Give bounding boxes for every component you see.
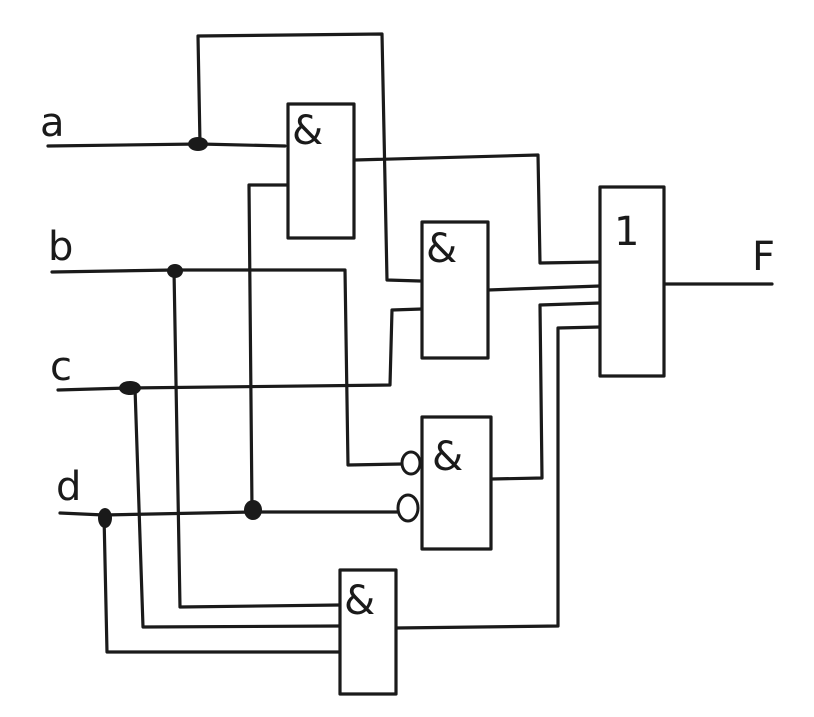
and-gate-3-symbol: & [432, 434, 463, 480]
wire-b-to-and4 [172, 268, 342, 609]
negation-bubble-b [400, 450, 422, 476]
input-label-a: a [40, 100, 65, 146]
wire-and4-to-or [394, 325, 602, 630]
wire-input-d [58, 510, 399, 517]
and-gate-1-symbol: & [292, 108, 323, 154]
and-gate-3: & [396, 415, 493, 551]
and-gate-2: & [420, 220, 490, 360]
and-gate-2-body [420, 220, 490, 360]
wire-d-to-and4 [102, 513, 342, 654]
junction-dot-d-left [98, 508, 112, 528]
wire-and1-to-or [353, 153, 602, 265]
wire-and2-to-or [486, 284, 602, 292]
wire-input-a [46, 142, 287, 148]
wire-d-to-and1 [247, 183, 290, 512]
junctions [98, 137, 262, 528]
junction-dot-c [119, 381, 141, 395]
wire-input-b [50, 268, 404, 467]
junction-dot-a [188, 137, 208, 151]
negation-bubble-d [396, 493, 420, 523]
wires [46, 32, 774, 654]
and-gate-4-body [338, 568, 398, 696]
or-gate-symbol: 1 [614, 209, 639, 255]
or-gate: 1 [598, 185, 666, 378]
input-label-b: b [48, 224, 73, 270]
junction-dot-d-mid [244, 500, 262, 520]
and-gate-1: & [286, 102, 356, 240]
junction-dot-b [167, 264, 183, 278]
wire-a-to-and2 [196, 32, 422, 283]
input-label-d: d [56, 464, 81, 510]
or-gate-body [598, 185, 666, 378]
and-gate-1-body [286, 102, 356, 240]
and-gate-4-symbol: & [344, 578, 375, 624]
output-label-f: F [752, 234, 775, 280]
and-gate-2-symbol: & [426, 226, 457, 272]
wire-and3-to-or [490, 301, 602, 481]
and-gate-4: & [338, 568, 398, 696]
wire-input-c [56, 307, 424, 392]
input-label-c: c [50, 344, 72, 390]
wire-c-to-and4 [133, 386, 342, 629]
and-gate-3-body [420, 415, 493, 551]
